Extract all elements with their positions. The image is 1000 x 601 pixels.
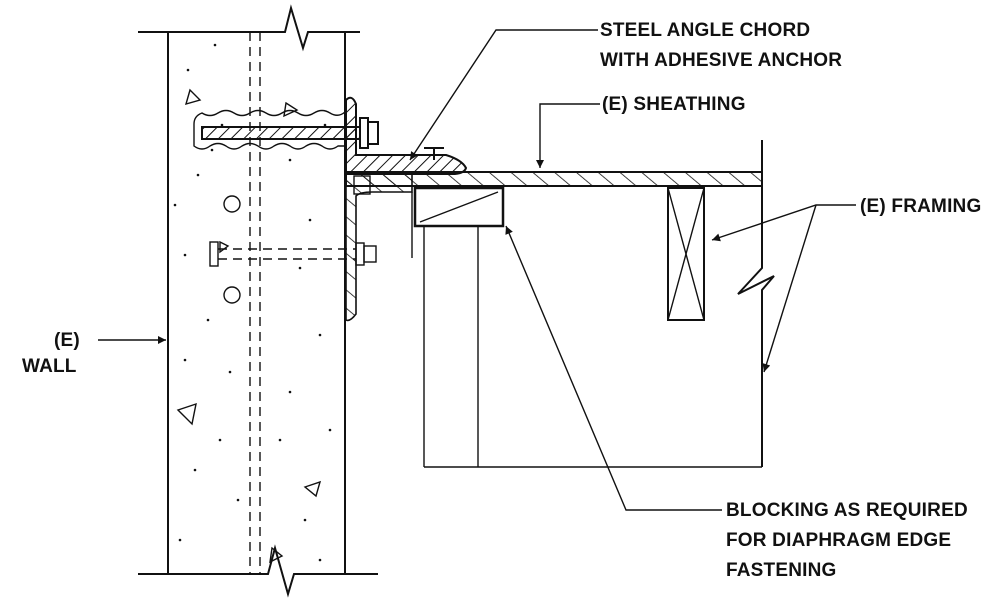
existing-ledger-bolt (209, 241, 377, 267)
ledger-angle-section (345, 173, 413, 322)
sheathing-leader (536, 103, 600, 168)
concrete-wall (138, 4, 378, 598)
aggregate-dots (173, 43, 332, 562)
existing-framing (667, 140, 775, 467)
framing-leader-2 (762, 204, 817, 373)
label-angle-chord-line1: STEEL ANGLE CHORD (600, 20, 810, 41)
leaders (98, 29, 856, 511)
aggregate-triangle (184, 88, 202, 106)
label-blocking-line3: FASTENING (726, 560, 837, 581)
framing-member-section (667, 187, 705, 321)
sheathing-board (345, 171, 763, 187)
framing-break-line (737, 140, 775, 467)
label-framing: (E) FRAMING (860, 196, 981, 217)
sheathing (345, 171, 763, 187)
wall-top-break-line (138, 4, 360, 52)
framing-x-line (667, 187, 705, 321)
existing-ledger-angle (345, 173, 413, 322)
anchor-nut (367, 121, 379, 145)
labels: STEEL ANGLE CHORD WITH ADHESIVE ANCHOR (… (22, 20, 981, 581)
adhesive-anchor (193, 109, 379, 150)
label-blocking-line2: FOR DIAPHRAGM EDGE (726, 530, 951, 551)
anchor-rod (201, 126, 361, 140)
anchor-washer (359, 117, 369, 149)
aggregate-triangle (303, 480, 322, 498)
blocking-leader (505, 225, 722, 511)
label-angle-chord-line2: WITH ADHESIVE ANCHOR (600, 50, 842, 71)
label-wall-line2: WALL (22, 356, 77, 377)
wall-bottom-break-line (138, 544, 378, 598)
rebar-section-circle (223, 195, 241, 213)
anchor-hole-top-edge (193, 109, 346, 125)
aggregate-triangle (176, 402, 197, 426)
blocking (411, 186, 762, 468)
label-blocking-line1: BLOCKING AS REQUIRED (726, 500, 968, 521)
framing-leader-1 (711, 204, 856, 242)
blocking-section-diagonal (419, 191, 499, 223)
steel-angle-section (345, 96, 468, 175)
aggregate-triangle (283, 101, 299, 118)
anchor-hole-bottom-edge (193, 124, 345, 150)
aggregate-triangle (269, 546, 284, 564)
steel-angle-chord (345, 96, 468, 175)
angle-chord-leader (409, 29, 598, 161)
label-sheathing: (E) SHEATHING (602, 94, 746, 115)
rebar-section-circle (223, 286, 241, 304)
aggregate-triangle (219, 240, 230, 254)
label-wall-line1: (E) (54, 330, 80, 351)
